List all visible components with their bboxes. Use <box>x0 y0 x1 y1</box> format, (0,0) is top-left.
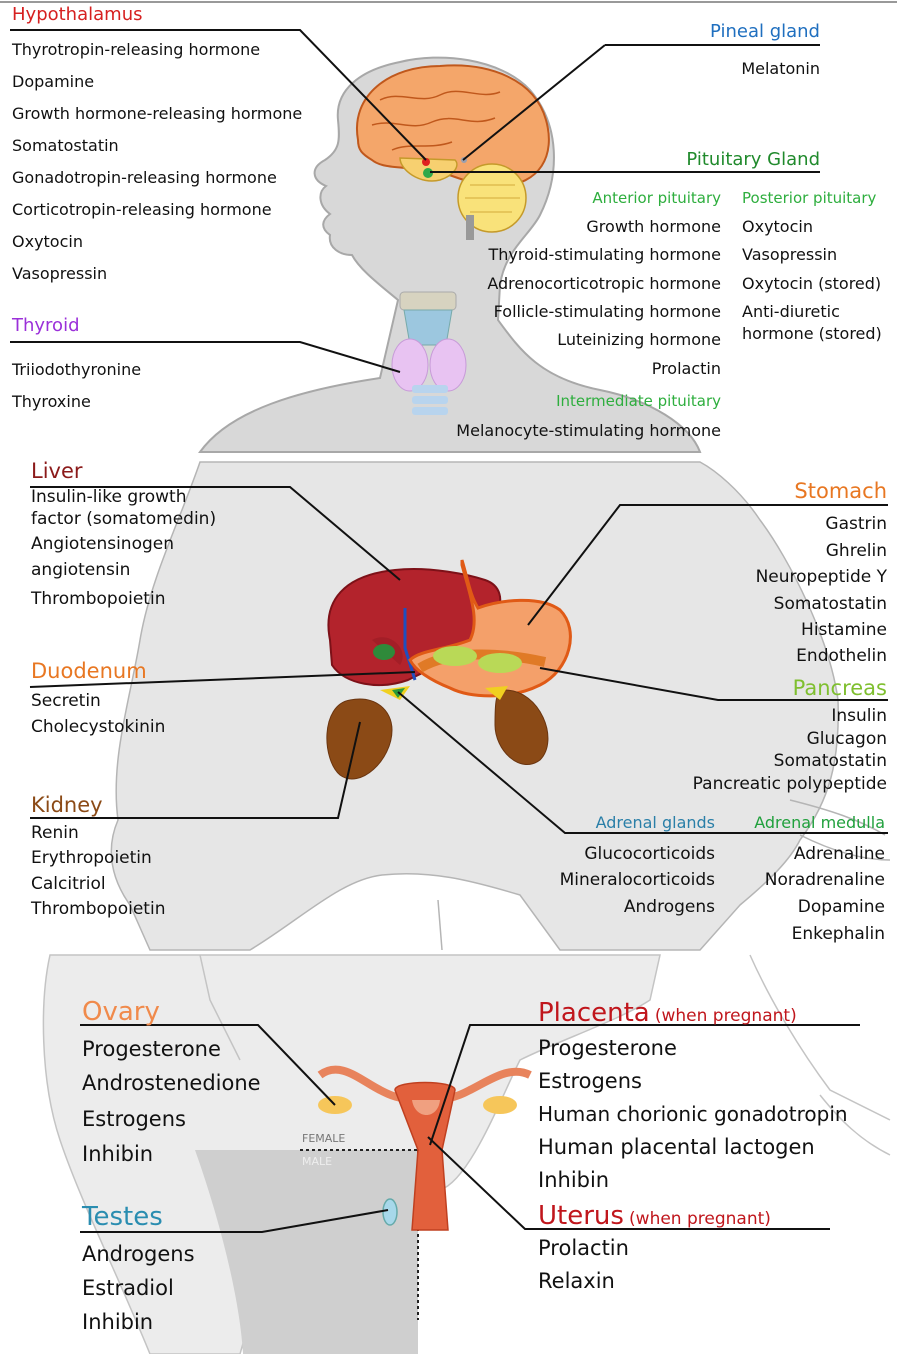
hormone-label: Cholecystokinin <box>31 719 165 736</box>
hormone-label: Oxytocin <box>742 219 813 235</box>
posterior-pituitary-title: Posterior pituitary <box>742 191 876 206</box>
hormone-label: Inhibin <box>82 1312 153 1333</box>
hormone-label: Progesterone <box>82 1039 221 1060</box>
hormone-label: Adrenocorticotropic hormone <box>487 276 721 292</box>
hormone-label: Thrombopoietin <box>31 901 165 918</box>
duodenum-title: Duodenum <box>31 661 147 682</box>
pituitary-title: Pituitary Gland <box>686 151 820 169</box>
hormone-label: Human chorionic gonadotropin <box>538 1104 848 1124</box>
hormone-label: Vasopressin <box>742 247 837 263</box>
hormone-label: Androgens <box>624 899 715 916</box>
pineal-title: Pineal gland <box>710 23 820 41</box>
uterus-note: (when pregnant) <box>629 1209 771 1229</box>
hormone-label: Thrombopoietin <box>31 591 165 608</box>
hormone-label: Growth hormone-releasing hormone <box>12 106 302 122</box>
hormone-label: Noradrenaline <box>765 872 885 889</box>
hormone-label: Estradiol <box>82 1278 174 1299</box>
stomach-title: Stomach <box>794 481 887 502</box>
pancreas-title: Pancreas <box>793 678 887 699</box>
ovary-title: Ovary <box>82 999 160 1025</box>
thyroid-title: Thyroid <box>12 317 80 335</box>
testes-title: Testes <box>82 1204 163 1230</box>
hormone-label: Dopamine <box>798 899 885 916</box>
hormone-label: Secretin <box>31 693 101 710</box>
hormone-label: Adrenaline <box>794 846 885 863</box>
hormone-label: Melatonin <box>741 61 820 77</box>
hormone-label: Inhibin <box>82 1144 153 1165</box>
hormone-label: Calcitriol <box>31 876 106 893</box>
hormone-label: Erythropoietin <box>31 850 152 867</box>
hormone-label: Estrogens <box>82 1109 186 1130</box>
hormone-label: hormone (stored) <box>742 326 882 342</box>
hormone-label: angiotensin <box>31 562 130 579</box>
hormone-label: Insulin-like growth <box>31 489 186 506</box>
hormone-label: Thyrotropin-releasing hormone <box>12 42 260 58</box>
hormone-label: Human placental lactogen <box>538 1137 815 1158</box>
placenta-title: Placenta <box>538 998 650 1028</box>
uterus-heading: Uterus (when pregnant) <box>538 1203 771 1229</box>
hormone-label: Oxytocin <box>12 234 83 250</box>
hormone-label: Gonadotropin-releasing hormone <box>12 170 277 186</box>
hormone-label: Progesterone <box>538 1038 677 1059</box>
hormone-label: Somatostatin <box>12 138 119 154</box>
hormone-label: Glucagon <box>807 731 887 748</box>
hormone-label: Pancreatic polypeptide <box>693 776 887 793</box>
hormone-label: Growth hormone <box>586 219 721 235</box>
hormone-label: Relaxin <box>538 1271 615 1292</box>
placenta-note: (when pregnant) <box>655 1006 797 1026</box>
hormone-label: Glucocorticoids <box>584 846 715 863</box>
hormone-label: Thyroxine <box>12 394 91 410</box>
hormone-label: Prolactin <box>538 1238 629 1259</box>
hormone-label: Androgens <box>82 1244 195 1265</box>
hormone-label: Endothelin <box>796 648 887 665</box>
liver-title: Liver <box>31 461 83 482</box>
hormone-label: Corticotropin-releasing hormone <box>12 202 272 218</box>
hormone-label: Androstenedione <box>82 1073 261 1094</box>
hormone-label: Angiotensinogen <box>31 536 174 553</box>
hormone-label: Estrogens <box>538 1071 642 1092</box>
hormone-label: Prolactin <box>652 361 721 377</box>
female-divider-label: FEMALE <box>302 1133 345 1144</box>
hormone-label: factor (somatomedin) <box>31 511 216 528</box>
hormone-label: Renin <box>31 825 79 842</box>
hormone-label: Thyroid-stimulating hormone <box>489 247 722 263</box>
hormone-label: Enkephalin <box>792 926 885 943</box>
hormone-label: Anti-diuretic <box>742 304 840 320</box>
hormone-label: Luteinizing hormone <box>557 332 721 348</box>
hormone-label: Gastrin <box>825 516 887 533</box>
placenta-heading: Placenta (when pregnant) <box>538 1000 797 1026</box>
hormone-label: Triiodothyronine <box>12 362 141 378</box>
hormone-label: Follicle-stimulating hormone <box>494 304 721 320</box>
hormone-label: Vasopressin <box>12 266 107 282</box>
hormone-label: Melanocyte-stimulating hormone <box>456 423 721 439</box>
adrenal-glands-title: Adrenal glands <box>596 815 715 831</box>
kidney-title: Kidney <box>31 795 103 816</box>
hormone-label: Neuropeptide Y <box>756 569 887 586</box>
hormone-label: Histamine <box>801 622 887 639</box>
anterior-pituitary-title: Anterior pituitary <box>592 191 721 206</box>
hormone-label: Somatostatin <box>774 596 887 613</box>
male-divider-label: MALE <box>302 1156 332 1167</box>
uterus-title: Uterus <box>538 1201 624 1231</box>
hypothalamus-title: Hypothalamus <box>12 6 142 24</box>
hormone-label: Somatostatin <box>774 753 887 770</box>
hormone-label: Mineralocorticoids <box>560 872 715 889</box>
hormone-label: Ghrelin <box>826 543 887 560</box>
hormone-label: Dopamine <box>12 74 94 90</box>
hormone-label: Oxytocin (stored) <box>742 276 881 292</box>
adrenal-medulla-title: Adrenal medulla <box>754 815 885 831</box>
hormone-label: Insulin <box>831 708 887 725</box>
hormone-label: Inhibin <box>538 1170 609 1191</box>
intermediate-pituitary-title: Intermediate pituitary <box>556 394 721 409</box>
